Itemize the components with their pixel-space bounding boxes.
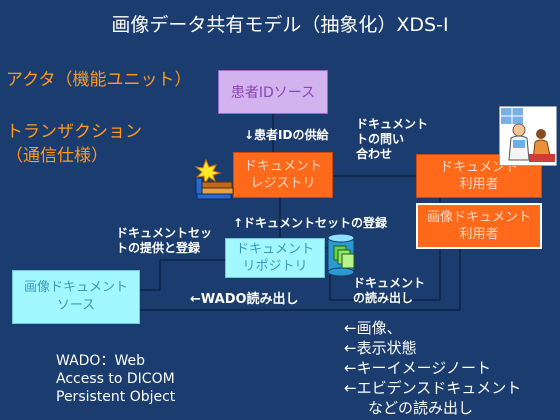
transaction-docread-line1: ドキュメント bbox=[353, 276, 426, 290]
wado-note-line1: WADO：Web bbox=[56, 353, 145, 369]
actor-imaging-document-consumer: 画像ドキュメント 利用者 bbox=[416, 203, 542, 249]
retrieve-item: ←表示状態 bbox=[344, 339, 417, 357]
actor-imaging-source-line2: ソース bbox=[56, 298, 96, 313]
retrieve-list: ←画像、 ←表示状態 ←キーイメージノート ←エビデンスドキュメント などの読み… bbox=[344, 318, 521, 418]
transaction-provide-line1: ドキュメントセッ bbox=[116, 226, 213, 240]
transaction-document-retrieve: ドキュメント の読み出し bbox=[353, 276, 425, 306]
actor-imaging-consumer-line1: 画像ドキュメント bbox=[426, 210, 531, 225]
legend-actor-label: アクタ（機能ユニット） bbox=[6, 70, 192, 90]
transaction-query-line2: トの問い bbox=[356, 132, 405, 146]
wado-note-line2: Access to DICOM bbox=[56, 371, 175, 387]
wado-definition-note: WADO：Web Access to DICOM Persistent Obje… bbox=[56, 352, 175, 406]
actor-registry-line1: ドキュメント bbox=[243, 159, 322, 174]
actor-document-consumer: ドキュメント 利用者 bbox=[416, 154, 542, 198]
actor-document-registry: ドキュメント レジストリ bbox=[233, 152, 333, 198]
actor-document-repository: ドキュメント リポジトリ bbox=[225, 238, 325, 278]
retrieve-item: ←キーイメージノート bbox=[344, 359, 491, 377]
actor-repository-line1: ドキュメント bbox=[235, 242, 314, 257]
transaction-query-line3: 合わせ bbox=[356, 147, 393, 161]
actor-imaging-source-line1: 画像ドキュメント bbox=[23, 280, 128, 295]
retrieve-item: などの読み出し bbox=[368, 399, 474, 417]
retrieve-item: ←エビデンスドキュメント bbox=[344, 379, 522, 397]
transaction-provide-line2: トの提供と登録 bbox=[116, 241, 201, 255]
diagram-title: 画像データ共有モデル（抽象化）XDS-I bbox=[111, 14, 449, 36]
actor-consumer-line1: ドキュメント bbox=[439, 160, 518, 175]
transaction-provide-register: ドキュメントセッ トの提供と登録 bbox=[116, 226, 212, 256]
actor-registry-line2: レジストリ bbox=[250, 176, 316, 191]
doctor-patient-icon bbox=[499, 106, 557, 166]
retrieve-item: ←画像、 bbox=[344, 319, 402, 337]
wado-note-line3: Persistent Object bbox=[56, 389, 176, 405]
transaction-docread-line2: の読み出し bbox=[353, 291, 414, 305]
actor-patient-id-source-label: 患者IDソース bbox=[230, 85, 316, 101]
transaction-patient-id-feed: ↓患者IDの供給 bbox=[244, 128, 329, 142]
actor-imaging-consumer-line2: 利用者 bbox=[459, 227, 499, 242]
transaction-query-line1: ドキュメント bbox=[356, 117, 429, 131]
database-icon bbox=[327, 233, 355, 277]
transaction-wado-retrieve: ←WADO読み出し bbox=[190, 292, 299, 307]
actor-repository-line2: リポジトリ bbox=[242, 259, 308, 274]
actor-consumer-line2: 利用者 bbox=[459, 177, 499, 192]
actor-imaging-document-source: 画像ドキュメント ソース bbox=[12, 270, 140, 324]
books-icon bbox=[194, 158, 234, 200]
legend-transaction-label: トランザクション（通信仕様） bbox=[6, 122, 142, 166]
transaction-query: ドキュメント トの問い 合わせ bbox=[356, 117, 428, 162]
transaction-register: ↑ドキュメントセットの登録 bbox=[233, 216, 388, 230]
actor-patient-id-source: 患者IDソース bbox=[218, 70, 328, 114]
